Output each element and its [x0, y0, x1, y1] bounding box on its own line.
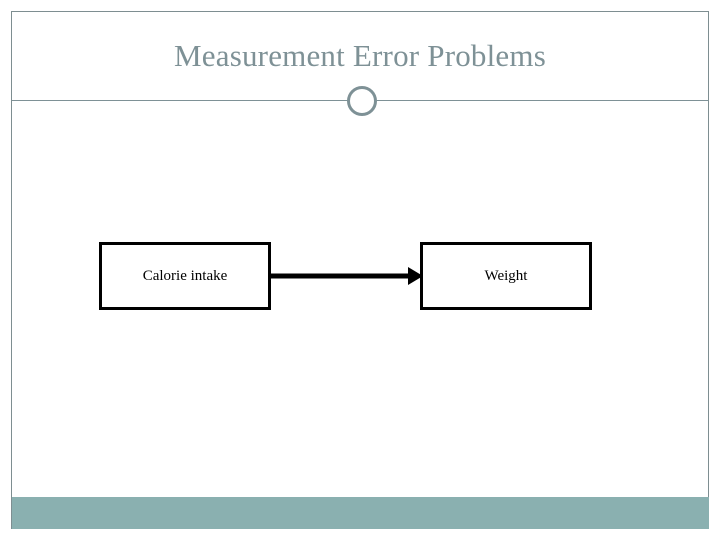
diagram-node-label: Calorie intake — [142, 267, 228, 284]
page-title: Measurement Error Problems — [174, 38, 546, 73]
circle-ornament-icon — [347, 86, 377, 116]
diagram-node-calorie-intake[interactable]: Calorie intake — [99, 242, 271, 310]
diagram-node-label: Weight — [484, 267, 528, 284]
diagram-node-weight[interactable]: Weight — [420, 242, 592, 310]
diagram-arrow-cause-to-effect[interactable] — [268, 262, 424, 290]
arrow-right-icon — [270, 267, 423, 285]
footer-bar — [12, 497, 709, 529]
